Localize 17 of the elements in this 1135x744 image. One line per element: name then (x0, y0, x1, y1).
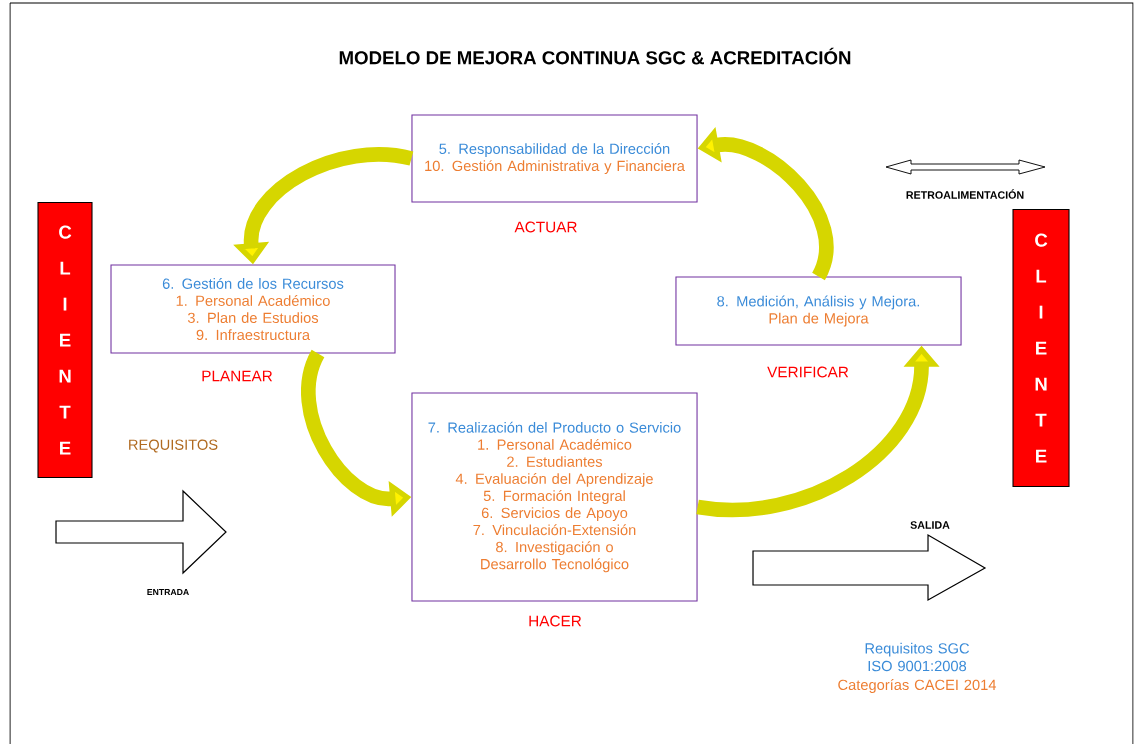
client-bar: C L I E N T E (1012, 208, 1070, 488)
label-text: RETROALIMENTACIÓN (906, 189, 1024, 199)
phase-label: PLANEAR (202, 370, 273, 382)
text-box: 6. Gestión de los Recursos 1. Personal Académico 3. Plan de Estudios 9. Infraestructura (110, 264, 396, 354)
phase-label: HACER (529, 615, 582, 627)
label-text: ENTRADA (147, 589, 189, 595)
text-box: 7. Realización del Producto o Servicio 1. Personal Académico 2. Estudiantes 4. Evaluación del Aprendizaje 5. Formación Integral 6. Servicios de Apoyo 7. Vinculación-Extensión 8. Investigación o Desarrollo Tecnológico (411, 392, 698, 602)
title: MODELO DE MEJORA CONTINUA SGC & ACREDITACIÓN (339, 47, 851, 65)
phase-label: VERIFICAR (767, 366, 849, 378)
label-text: SALIDA (910, 521, 950, 529)
label-text: REQUISITOS (129, 439, 218, 453)
text-box: 8. Medición, Análisis y Mejora. Plan de Mejora (675, 276, 962, 346)
client-bar: C L I E N T E (37, 202, 93, 478)
label-text: Requisitos SGC ISO 9001:2008 (865, 642, 969, 672)
text-box: 5. Responsabilidad de la Dirección 10. Gestión Administrativa y Financiera (411, 114, 698, 203)
phase-label: ACTUAR (514, 221, 577, 233)
label-text: Categorías CACEI 2014 (838, 679, 996, 693)
